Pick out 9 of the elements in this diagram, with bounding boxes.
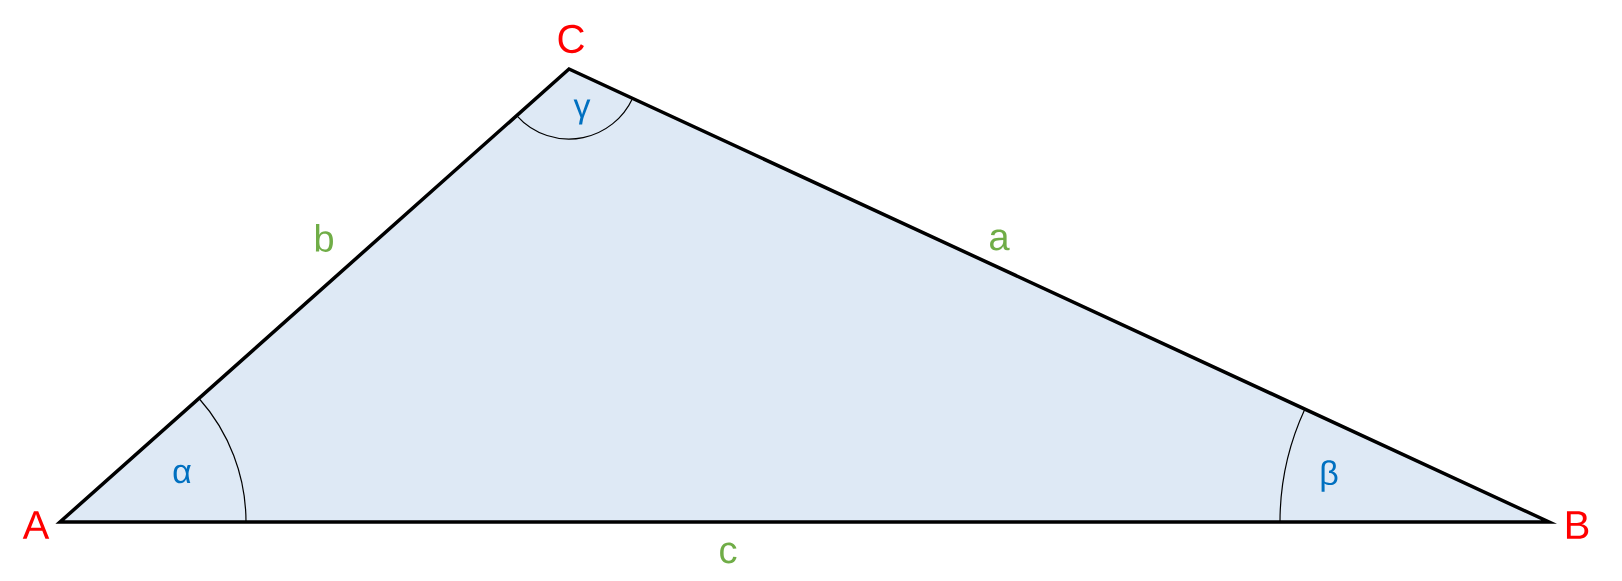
vertex-label: A: [22, 511, 50, 539]
angle-label: α: [173, 464, 191, 484]
angle-label: β: [1321, 460, 1338, 492]
side-label: a: [990, 229, 1010, 251]
angle-label: γ: [573, 99, 591, 125]
side-label: b: [315, 224, 333, 252]
side-label: c: [720, 542, 737, 564]
vertex-label: C: [558, 24, 584, 54]
vertex-label: B: [1566, 511, 1589, 539]
